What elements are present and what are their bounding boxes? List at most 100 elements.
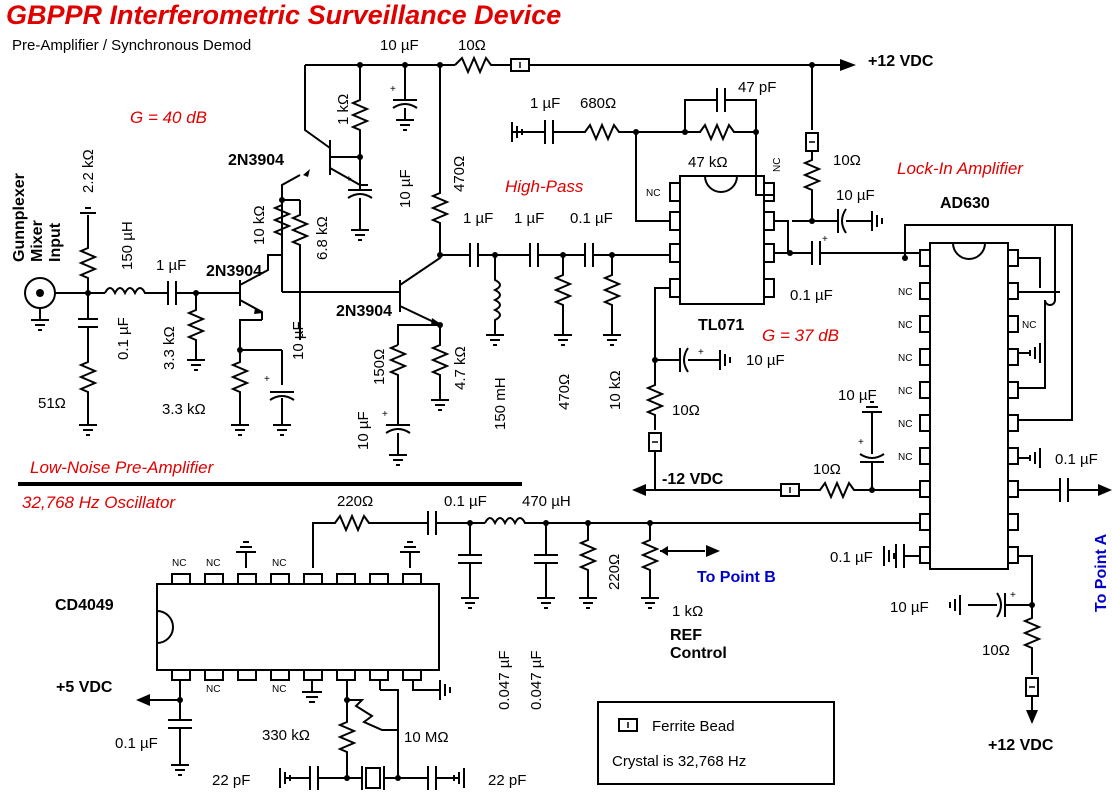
c-22pa-label: 22 pF — [212, 772, 250, 789]
r-10kb-label: 10 kΩ — [607, 370, 624, 410]
legend-crystal: Crystal is 32,768 Hz — [612, 753, 746, 770]
svg-text:NC: NC — [772, 158, 783, 172]
q1-label: 2N3904 — [206, 263, 262, 280]
r-1k-label: 1 kΩ — [335, 94, 352, 125]
ad630-chip — [929, 242, 1009, 570]
svg-text:+: + — [346, 174, 352, 185]
c-10ue-label: 10 µF — [836, 187, 875, 204]
r-220b-label: 220Ω — [606, 554, 623, 590]
r-51-label: 51Ω — [38, 395, 66, 412]
svg-text:NC: NC — [206, 684, 220, 695]
page-title: GBPPR Interferometric Surveillance Devic… — [6, 0, 561, 30]
c-01e-label: 0.1 µF — [444, 493, 487, 510]
c-10ud-label: 10 µF — [355, 411, 372, 450]
r-3k3a-label: 3.3 kΩ — [161, 326, 178, 370]
r-2k2-label: 2.2 kΩ — [80, 149, 97, 193]
svg-text:NC: NC — [272, 558, 286, 569]
svg-text:+: + — [382, 409, 388, 420]
r-top10-label: 10Ω — [458, 37, 486, 54]
svg-text:NC: NC — [898, 386, 912, 397]
r-10d-label: 10Ω — [672, 402, 700, 419]
rail-pos12-bottom: +12 VDC — [988, 737, 1054, 754]
svg-text:NC: NC — [898, 353, 912, 364]
r-6k8-label: 6.8 kΩ — [314, 216, 331, 260]
input-label-3: Input — [47, 222, 64, 262]
c-hp2-label: 1 µF — [514, 210, 544, 227]
lownoise-note: Low-Noise Pre-Amplifier — [30, 458, 215, 477]
input-label-1: Gunnplexer — [11, 173, 28, 262]
legend-ferrite: Ferrite Bead — [652, 718, 735, 735]
ref-label-2: Control — [670, 645, 727, 662]
svg-text:NC: NC — [1022, 320, 1036, 331]
c-01d-label: 0.1 µF — [830, 549, 873, 566]
tl071-label: TL071 — [698, 317, 744, 334]
c-top10u-label: 10 µF — [380, 37, 419, 54]
svg-text:+: + — [822, 234, 828, 245]
c-01f-label: 0.1 µF — [115, 735, 158, 752]
rail-neg12: -12 VDC — [662, 471, 724, 488]
r-330k-label: 330 kΩ — [262, 727, 310, 744]
r-680-label: 680Ω — [580, 95, 616, 112]
c-fb1-label: 1 µF — [530, 95, 560, 112]
c-01b-label: 0.1 µF — [790, 287, 833, 304]
svg-text:NC: NC — [898, 320, 912, 331]
ad630-label: AD630 — [940, 195, 990, 212]
input-label-2: Mixer — [29, 220, 46, 262]
rail-pos12-top: +12 VDC — [868, 53, 934, 70]
bnc-connector-icon — [24, 277, 56, 331]
gain-note-1: G = 40 dB — [130, 108, 207, 127]
r-470b-label: 470Ω — [556, 374, 573, 410]
highpass-note: High-Pass — [505, 177, 584, 196]
c-10uf-label: 10 µF — [746, 352, 785, 369]
r-10e-label: 10Ω — [813, 461, 841, 478]
svg-text:NC: NC — [898, 287, 912, 298]
c-01a-label: 0.1 µF — [115, 317, 132, 360]
c-22pb-label: 22 pF — [488, 772, 526, 789]
pot-1k-label: 1 kΩ — [672, 603, 703, 620]
c-10uh-label: 10 µF — [890, 599, 929, 616]
c-47p-label: 47 pF — [738, 79, 776, 96]
svg-text:+: + — [390, 84, 396, 95]
c-in-label: 1 µF — [156, 257, 186, 274]
cd4049-label: CD4049 — [55, 597, 114, 614]
r-150-label: 150Ω — [371, 349, 388, 385]
gain-note-2: G = 37 dB — [762, 326, 839, 345]
q2-label: 2N3904 — [228, 152, 284, 169]
subtitle: Pre-Amplifier / Synchronous Demod — [12, 37, 251, 54]
cd4049-chip — [156, 583, 440, 671]
c-01c-label: 0.1 µF — [1055, 451, 1098, 468]
ref-label-1: REF — [670, 627, 702, 644]
svg-text:+: + — [858, 437, 864, 448]
svg-text:NC: NC — [206, 558, 220, 569]
svg-text:+: + — [1010, 590, 1016, 601]
svg-text:NC: NC — [646, 188, 660, 199]
crystal-icon — [347, 766, 398, 790]
svg-text:NC: NC — [898, 419, 912, 430]
svg-text:NC: NC — [172, 558, 186, 569]
rail-pos5: +5 VDC — [56, 679, 113, 696]
r-10f-label: 10Ω — [982, 642, 1010, 659]
r-4k7-label: 4.7 kΩ — [452, 346, 469, 390]
c-10ua-label: 10 µF — [290, 321, 307, 360]
r-47k-label: 47 kΩ — [688, 154, 728, 171]
c-047b-label: 0.047 µF — [528, 650, 545, 710]
svg-text:+: + — [698, 347, 704, 358]
lockin-note: Lock-In Amplifier — [897, 159, 1024, 178]
svg-text:NC: NC — [898, 452, 912, 463]
svg-text:NC: NC — [272, 684, 286, 695]
to-point-b: To Point B — [697, 569, 776, 586]
l-470u-label: 470 µH — [522, 493, 571, 510]
legend-box — [597, 701, 835, 785]
to-point-a: To Point A — [1093, 533, 1110, 612]
tl071-chip — [679, 175, 765, 305]
c-10ub-label: 10 µF — [397, 169, 414, 208]
oscillator-note: 32,768 Hz Oscillator — [22, 493, 176, 512]
c-10ug-label: 10 µF — [838, 387, 877, 404]
r-470a-label: 470Ω — [451, 156, 468, 192]
r-10m-label: 10 MΩ — [404, 729, 449, 746]
r-3k3b-label: 3.3 kΩ — [162, 401, 206, 418]
q3-label: 2N3904 — [336, 303, 392, 320]
c-047a-label: 0.047 µF — [496, 650, 513, 710]
svg-text:+: + — [264, 374, 270, 385]
